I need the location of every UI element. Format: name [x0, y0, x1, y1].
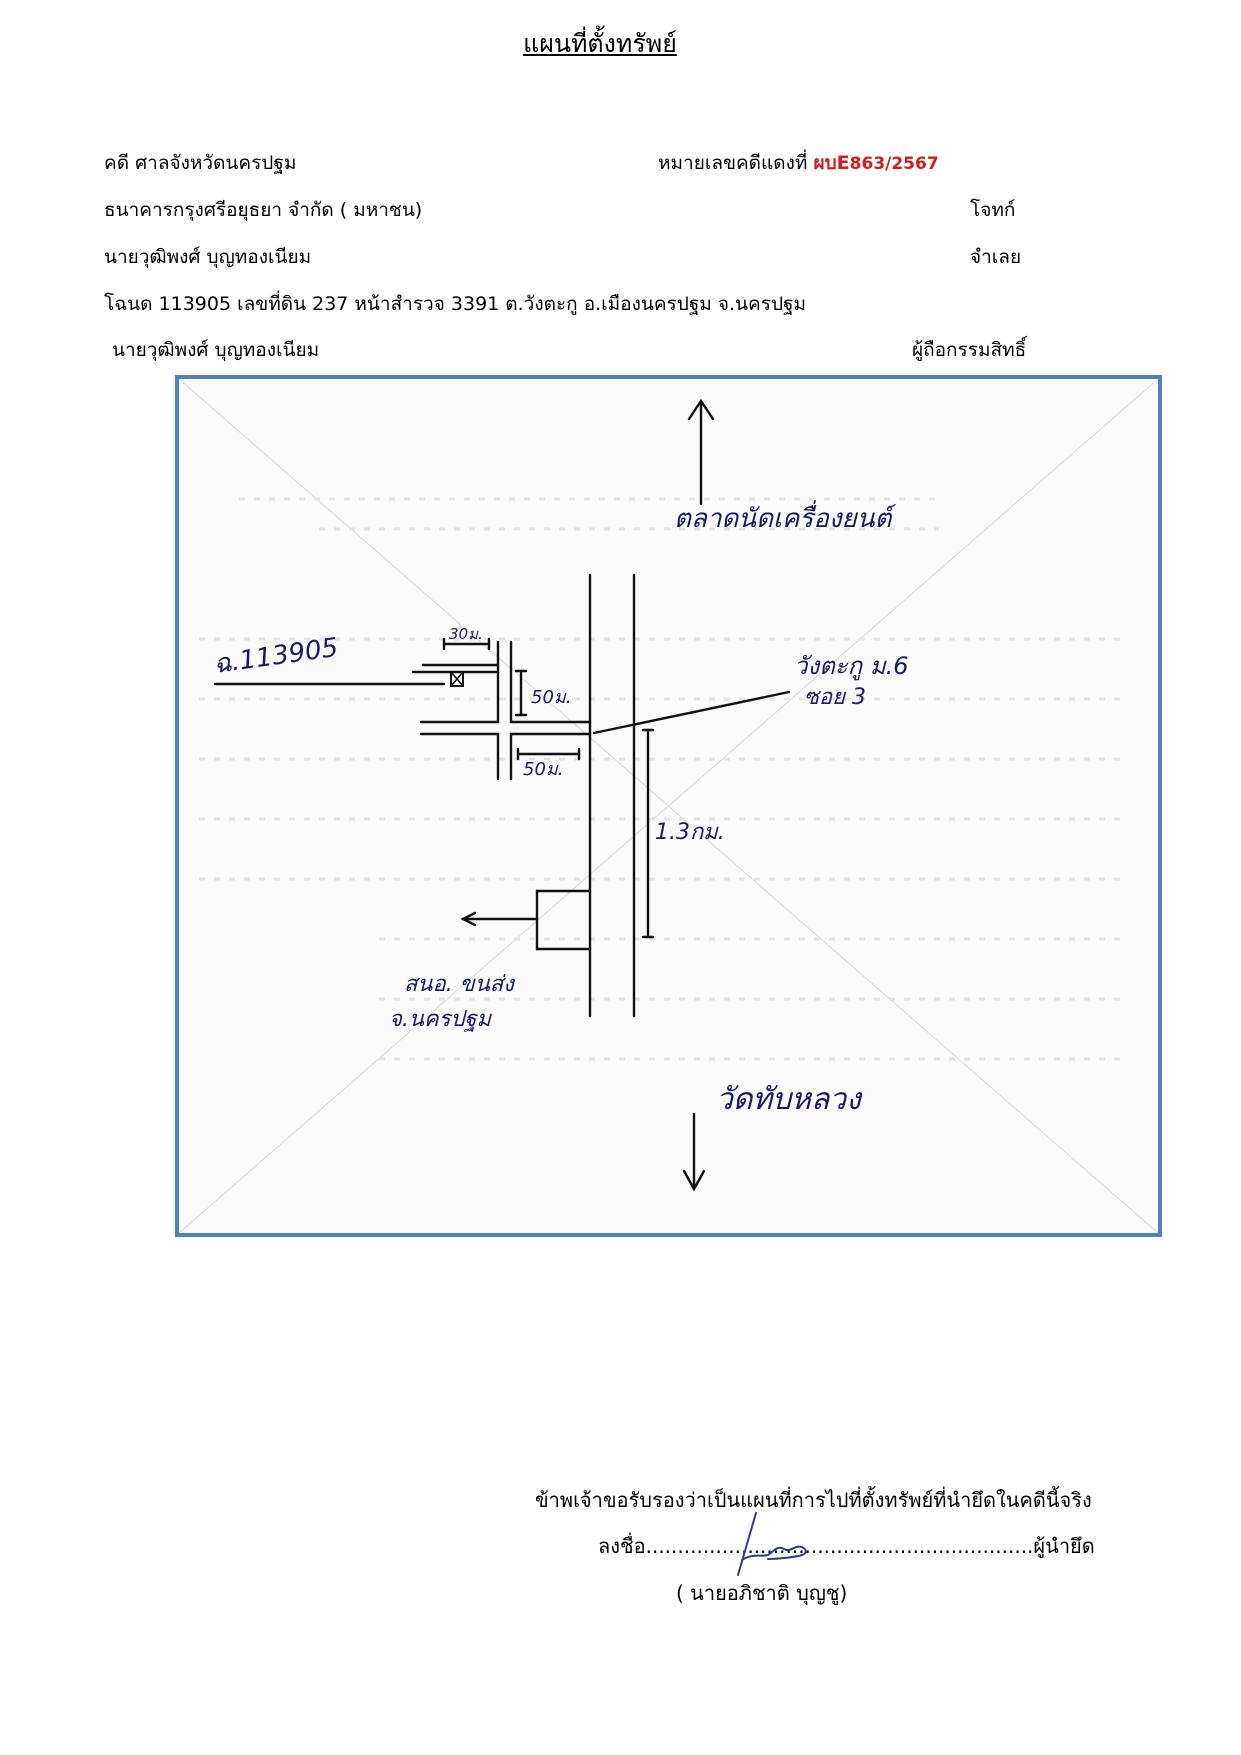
signer-name: ( นายอภิชาติ บุญชู)	[676, 1581, 848, 1605]
signature-line: ลงชื่อ..................................…	[598, 1530, 1095, 1562]
red-case-label: หมายเลขคดีแดงที่	[658, 152, 808, 174]
red-case-digits: 863/2567	[849, 154, 939, 174]
location-map: ตลาดนัดเครื่องยนต์ วัดทับหลวง ฉ.113905 3…	[175, 375, 1162, 1237]
handwritten-signature	[737, 1512, 807, 1576]
plaintiff-role: โจทก์	[970, 199, 1016, 221]
owner-name: นายวุฒิพงศ์ บุญทองเนียม	[112, 339, 320, 361]
office-label-line2: จ.นครปฐม	[389, 1007, 493, 1032]
dimension-top-label: 30ม.	[449, 625, 483, 643]
court-line: คดี ศาลจังหวัดนครปฐม	[104, 152, 297, 174]
soi-label-line2: ซอย 3	[804, 685, 866, 710]
defendant-name: นายวุฒิพงศ์ บุญทองเนียม	[104, 246, 312, 268]
signature-dots: ........................................…	[645, 1534, 1034, 1558]
certification-statement: ข้าพเจ้าขอรับรองว่าเป็นแผนที่การไปที่ตั้…	[535, 1488, 1092, 1512]
owner-role: ผู้ถือกรรมสิทธิ์	[912, 339, 1027, 361]
office-label-line1: สนอ. ขนส่ง	[404, 972, 516, 997]
dimension-bottom-label: 50ม.	[523, 759, 564, 780]
distance-label: 1.3กม.	[655, 820, 725, 845]
dimension-side-label: 50ม.	[531, 687, 572, 708]
plaintiff-name: ธนาคารกรุงศรีอยุธยา จำกัด ( มหาชน)	[104, 199, 423, 221]
soi-label-line1: วังตะกู ม.6	[794, 652, 909, 681]
deed-line: โฉนด 113905 เลขที่ดิน 237 หน้าสำรวจ 3391…	[104, 293, 807, 315]
page-title: แผนที่ตั้งทรัพย์	[523, 29, 677, 58]
red-case-number: หมายเลขคดีแดงที่ ผบE863/2567	[658, 148, 939, 178]
sign-suffix: ผู้นำยึด	[1033, 1534, 1095, 1558]
sign-prefix: ลงชื่อ	[598, 1534, 646, 1558]
red-case-prefix: ผบE	[813, 152, 850, 174]
north-landmark-label: ตลาดนัดเครื่องยนต์	[674, 500, 896, 534]
defendant-role: จำเลย	[970, 246, 1022, 268]
south-landmark-label: วัดทับหลวง	[716, 1082, 863, 1117]
